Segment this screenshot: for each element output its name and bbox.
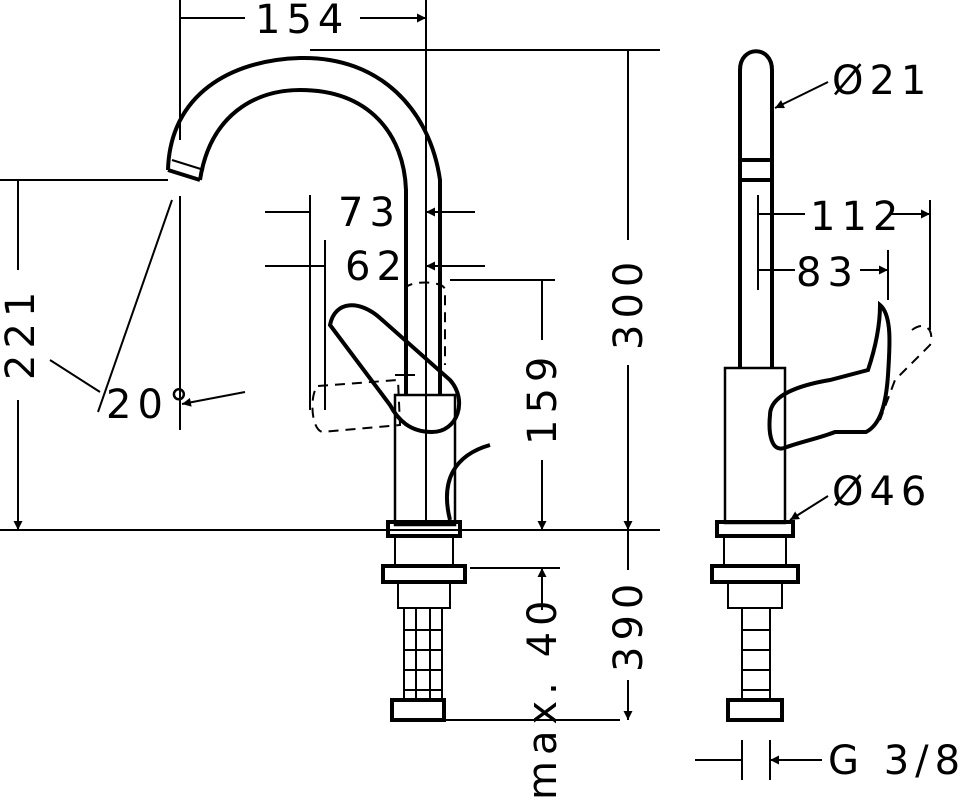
side-hose-connector xyxy=(726,698,784,722)
side-body xyxy=(723,366,787,525)
hose-connector xyxy=(390,698,446,722)
dim-390-label: 390 xyxy=(606,578,652,672)
dim-300-label: 300 xyxy=(606,256,652,350)
spout-tip xyxy=(167,168,201,182)
side-spout xyxy=(738,49,774,368)
spout-aerator xyxy=(171,159,205,171)
dim-thread-label: G 3/8 xyxy=(828,738,966,784)
dim-73-label: 73 xyxy=(338,190,401,236)
mounting-nut xyxy=(381,564,467,584)
lever-alt-vertical xyxy=(404,281,446,365)
side-base-ring xyxy=(723,535,787,567)
side-mounting-shank xyxy=(727,581,783,609)
spout-outer-curve xyxy=(166,55,442,400)
lever-pivot xyxy=(395,365,415,385)
front-view: 154 221 20° 73 62 159 300 max. 40 390 xyxy=(0,0,660,800)
dim-d46-label: Ø46 xyxy=(832,469,932,515)
dim-154-label: 154 xyxy=(255,0,349,43)
dim-d21-arrow xyxy=(774,81,829,109)
dim-159-label: 159 xyxy=(520,351,566,445)
dim-221-label: 221 xyxy=(0,286,44,380)
side-spout-band xyxy=(740,158,772,182)
pop-up-rod xyxy=(444,443,491,521)
dim-83-label: 83 xyxy=(796,250,859,296)
dim-d46-arrow xyxy=(789,495,829,521)
base-ring xyxy=(394,535,454,567)
lever-handle xyxy=(327,303,461,435)
side-lever xyxy=(767,300,892,451)
side-view: Ø21 112 83 Ø46 G 3/8 xyxy=(695,49,966,784)
dim-angle-label: 20° xyxy=(106,382,195,428)
side-lever-alt xyxy=(879,325,933,421)
dim-112-label: 112 xyxy=(810,194,904,240)
spout-inner-curve xyxy=(198,87,408,400)
side-mounting-nut xyxy=(710,564,800,584)
dim-angle-arrows xyxy=(49,359,246,404)
dim-angle-lines xyxy=(97,199,173,413)
flexible-hoses xyxy=(403,608,443,700)
dim-d21-label: Ø21 xyxy=(832,58,932,104)
side-hoses xyxy=(741,608,771,700)
dim-40-label: max. 40 xyxy=(520,595,566,800)
dim-62-label: 62 xyxy=(345,244,408,290)
lever-alt-position xyxy=(311,378,402,434)
mounting-shank xyxy=(397,581,451,609)
